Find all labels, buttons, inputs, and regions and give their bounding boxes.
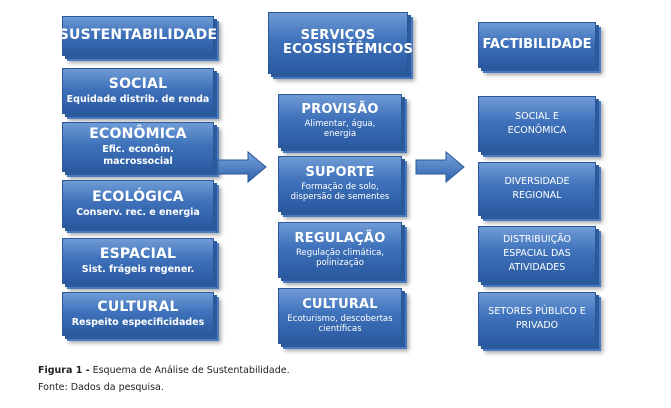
left-box-cultural: CULTURAL Respeito especificidades	[62, 292, 214, 336]
left-box-social-subtitle: Equidade distrib. de renda	[66, 94, 210, 105]
left-header-title: SUSTENTABILIDADE	[58, 27, 218, 44]
left-box-espacial: ESPACIAL Sist. frágeis regener.	[62, 238, 214, 284]
figure-caption-text: Esquema de Análise de Sustentabilidade.	[92, 365, 290, 376]
middle-header-servicos: SERVIÇOS ECOSSISTÊMICOS	[268, 12, 414, 74]
left-box-ecologica: ECOLÓGICA Conserv. rec. e energia	[62, 180, 214, 228]
left-box-cultural-subtitle: Respeito especificidades	[71, 317, 205, 328]
right-box-setores: SETORES PÚBLICO E PRIVADO	[478, 292, 596, 346]
right-box-diversidade-regional: DIVERSIDADE REGIONAL	[478, 162, 596, 216]
middle-box-regulacao-subtitle: Regulação climática, polinização	[295, 247, 385, 269]
left-box-economica-title: ECONÔMICA	[89, 125, 187, 142]
middle-box-suporte-title: SUPORTE	[305, 164, 375, 180]
left-header-sustentabilidade: SUSTENTABILIDADE	[59, 16, 217, 56]
figure-caption: Figura 1 - Esquema de Análise de Sustent…	[38, 365, 290, 376]
right-header-factibilidade: FACTIBILIDADE	[478, 22, 596, 68]
middle-box-cultural-title: CULTURAL	[302, 296, 378, 312]
middle-box-suporte-subtitle: Formação de solo, dispersão de sementes	[290, 181, 390, 203]
middle-box-provisao-title: PROVISÃO	[301, 101, 379, 117]
middle-box-regulacao: REGULAÇÃO Regulação climática, polinizaç…	[278, 222, 402, 278]
left-box-social-title: SOCIAL	[108, 75, 168, 92]
right-box-social-economica: SOCIAL E ECONÔMICA	[478, 96, 596, 152]
right-header-title: FACTIBILIDADE	[482, 36, 592, 52]
middle-box-provisao: PROVISÃO Alimentar, água, energia	[278, 94, 402, 148]
left-box-espacial-subtitle: Sist. frágeis regener.	[81, 264, 195, 275]
left-box-espacial-title: ESPACIAL	[99, 245, 177, 262]
left-box-ecologica-title: ECOLÓGICA	[92, 188, 184, 205]
arrow-right-icon	[217, 150, 267, 184]
middle-box-suporte: SUPORTE Formação de solo, dispersão de s…	[278, 156, 402, 212]
left-box-cultural-title: CULTURAL	[97, 298, 179, 315]
right-box-distribuicao-espacial: DISTRIBUIÇÃO ESPACIAL DAS ATIVIDADES	[478, 226, 596, 282]
figure-caption-label: Figura 1 -	[38, 365, 90, 376]
middle-box-cultural-subtitle: Ecoturismo, descobertas científicas	[287, 313, 393, 335]
left-box-social: SOCIAL Equidade distrib. de renda	[62, 68, 214, 114]
arrow-right-icon	[415, 150, 465, 184]
middle-box-regulacao-title: REGULAÇÃO	[294, 230, 386, 246]
right-box-setores-title: SETORES PÚBLICO E PRIVADO	[488, 306, 586, 331]
right-box-social-economica-title: SOCIAL E ECONÔMICA	[507, 111, 567, 136]
middle-box-provisao-subtitle: Alimentar, água, energia	[304, 118, 376, 140]
right-box-diversidade-regional-title: DIVERSIDADE REGIONAL	[504, 176, 570, 201]
middle-box-cultural: CULTURAL Ecoturismo, descobertas científ…	[278, 288, 402, 344]
left-box-ecologica-subtitle: Conserv. rec. e energia	[76, 207, 200, 218]
right-box-distribuicao-espacial-title: DISTRIBUIÇÃO ESPACIAL DAS ATIVIDADES	[502, 234, 572, 273]
figure-source: Fonte: Dados da pesquisa.	[38, 382, 164, 393]
left-box-economica-subtitle: Efic. econôm. macrossocial	[102, 144, 174, 167]
middle-header-title: SERVIÇOS ECOSSISTÊMICOS	[283, 27, 414, 57]
left-box-economica: ECONÔMICA Efic. econôm. macrossocial	[62, 122, 214, 172]
